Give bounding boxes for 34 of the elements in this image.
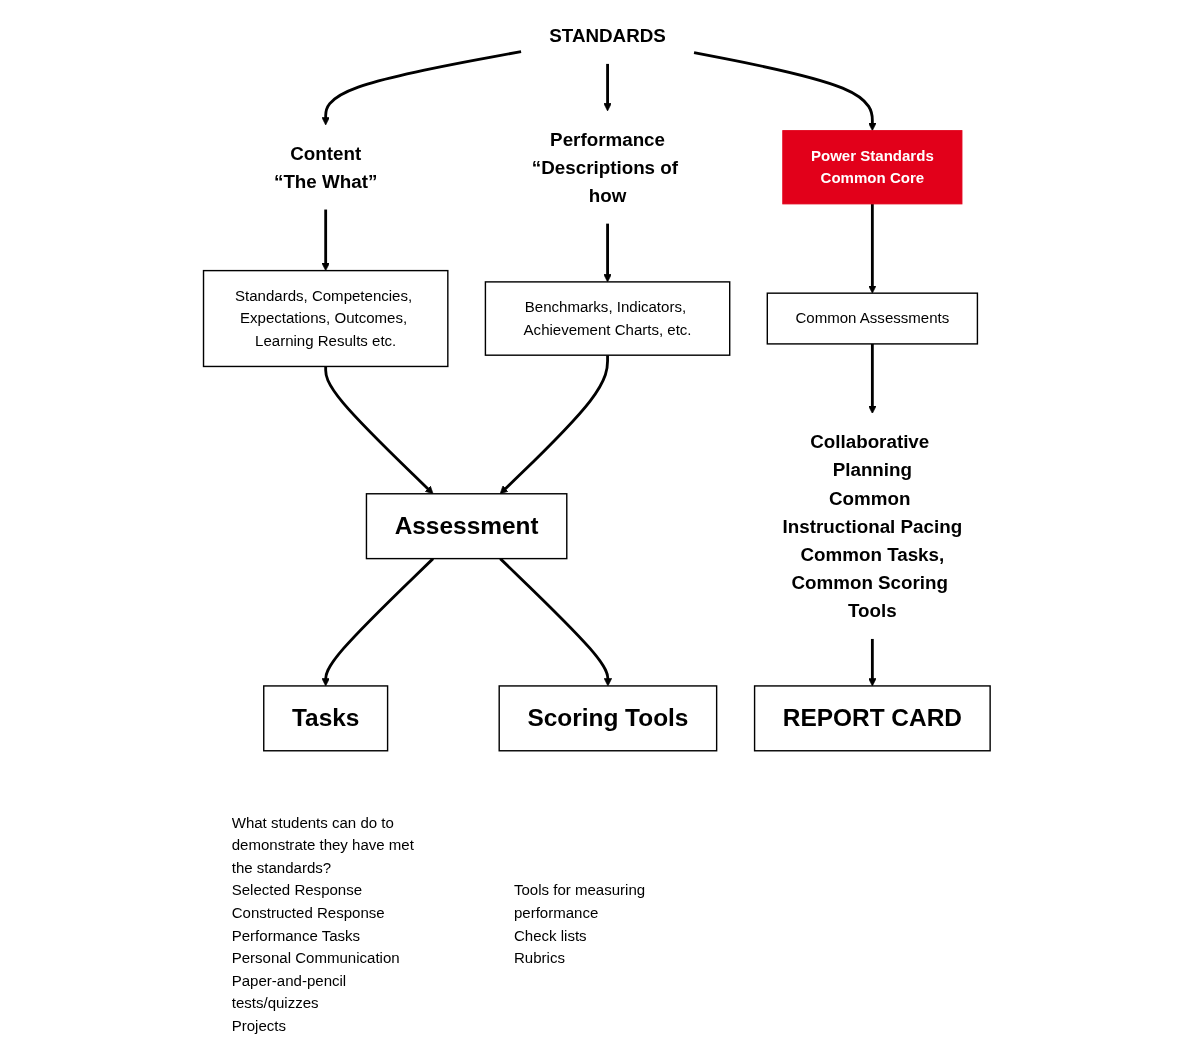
node-label: Projects: [232, 1017, 287, 1034]
arrow: [322, 50, 522, 126]
node-box: Benchmarks, Indicators, Achievement Charts, etc.: [485, 281, 731, 356]
arrow: [500, 355, 610, 495]
arrow: [499, 557, 613, 687]
node-label: Constructed Response: [232, 904, 386, 921]
node-label: Paper-and-pencil tests/quizzes: [232, 972, 347, 1012]
node-text: Collaborative Planning Common Instructional Pacing Common Tasks, Common Scoring Tools: [783, 431, 963, 622]
arrow: [322, 209, 331, 271]
node-label: Check lists: [514, 927, 588, 944]
node-label: Performance Tasks: [232, 927, 361, 944]
arrow: [324, 366, 434, 495]
node-label: Rubrics: [514, 949, 566, 966]
node-label: What students can do to demonstrate they have met the standards?: [232, 814, 415, 876]
arrow: [603, 223, 613, 283]
arrow: [868, 203, 877, 294]
node-text: STANDARDS: [549, 25, 667, 47]
node-text: Performance “Descriptions of how: [532, 128, 679, 206]
node-box: Tasks: [263, 685, 389, 752]
arrow: [868, 343, 877, 414]
node-box: Scoring Tools: [498, 685, 718, 752]
node-box: Power Standards Common Core: [782, 130, 963, 205]
arrow: [322, 557, 435, 687]
node-box: REPORT CARD: [754, 685, 992, 752]
node-text: Content “The What”: [274, 142, 378, 192]
arrow: [694, 51, 877, 131]
node-label: Selected Response: [232, 882, 363, 899]
node-label: Tools for measuring performance: [514, 882, 646, 921]
node-box: Common Assessments: [767, 292, 979, 345]
node-box: Standards, Competencies, Expectations, Outcomes, Learning Results etc.: [203, 269, 449, 368]
node-label: Personal Communication: [232, 949, 401, 966]
node-box: Assessment: [366, 493, 568, 560]
arrow: [603, 63, 613, 112]
arrow: [868, 638, 877, 687]
